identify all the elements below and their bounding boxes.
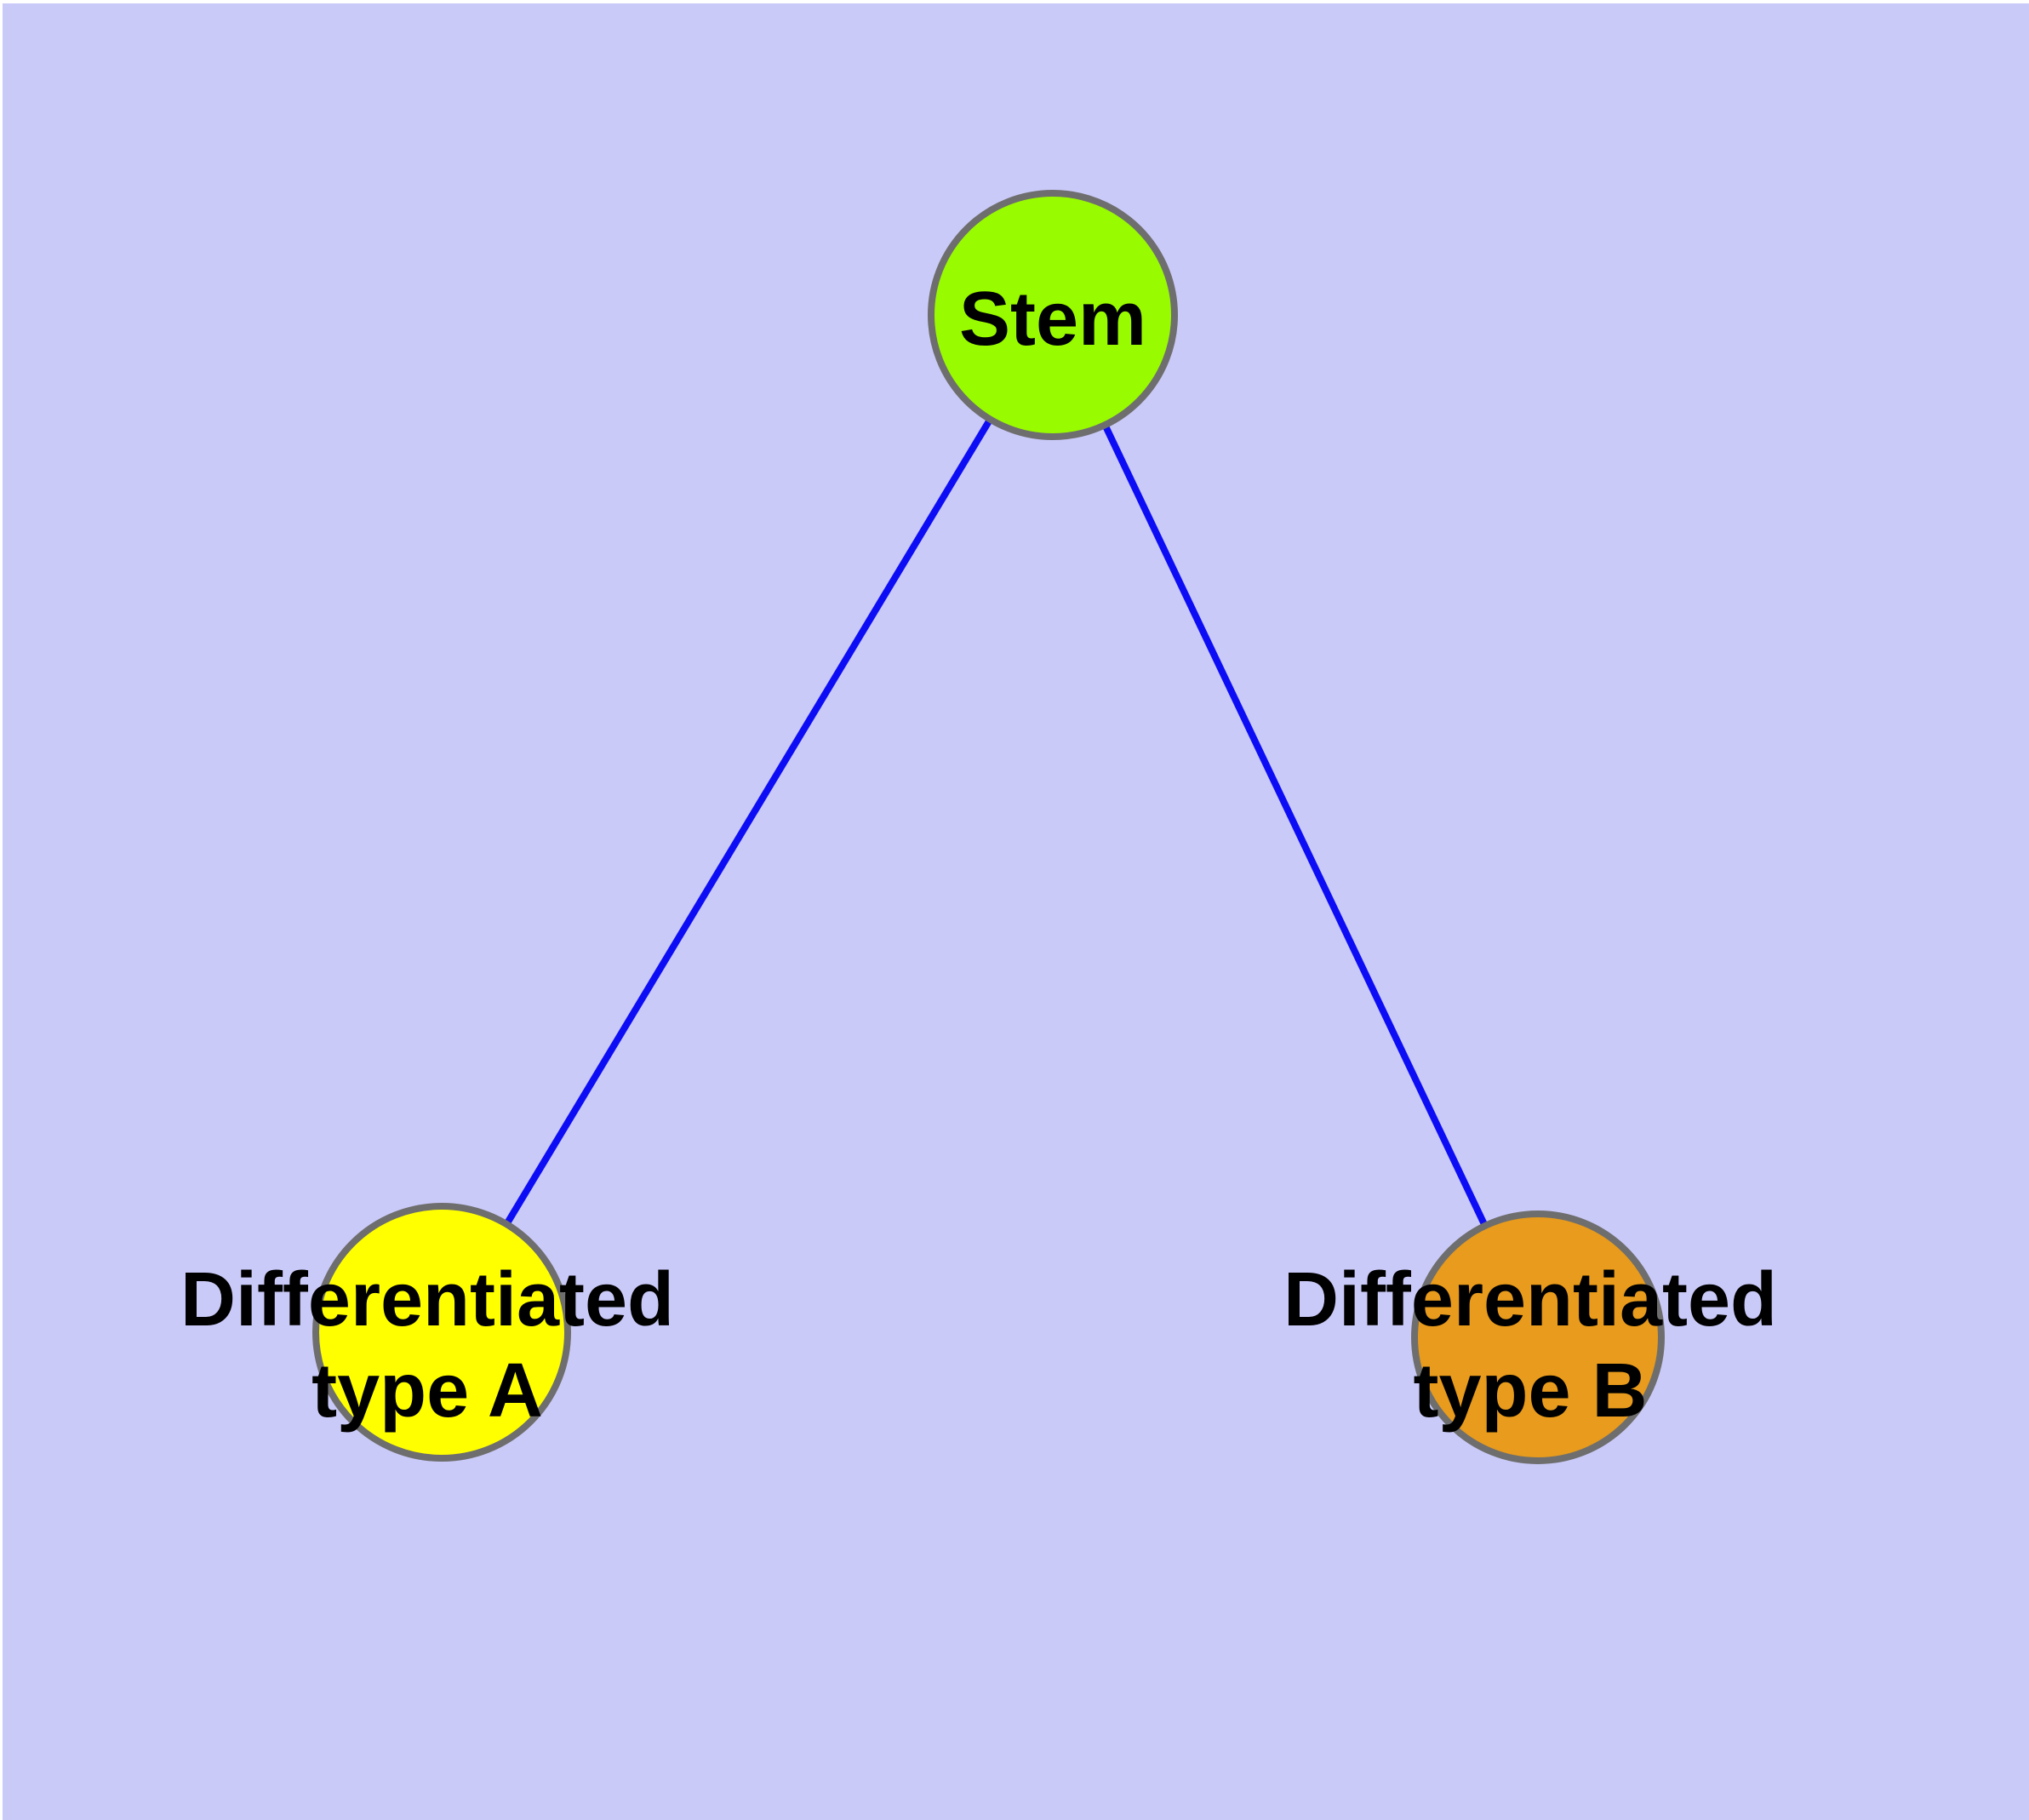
label-line: type B bbox=[1413, 1348, 1647, 1434]
label-line: Differentiated bbox=[180, 1257, 674, 1342]
edge-stem-to-differentiated-type-a bbox=[438, 312, 1056, 1335]
label-line: type A bbox=[311, 1348, 543, 1434]
node-differentiated-type-b-circle bbox=[1411, 1210, 1665, 1464]
node-stem: Stem bbox=[928, 190, 1178, 440]
edge-stem-to-differentiated-type-b bbox=[1049, 313, 1541, 1339]
node-differentiated-type-a-circle bbox=[312, 1203, 571, 1462]
node-stem-circle bbox=[928, 190, 1178, 440]
node-stem-label: Stem bbox=[959, 277, 1146, 362]
label-line: Stem bbox=[959, 277, 1146, 362]
label-line: Differentiated bbox=[1283, 1257, 1777, 1342]
